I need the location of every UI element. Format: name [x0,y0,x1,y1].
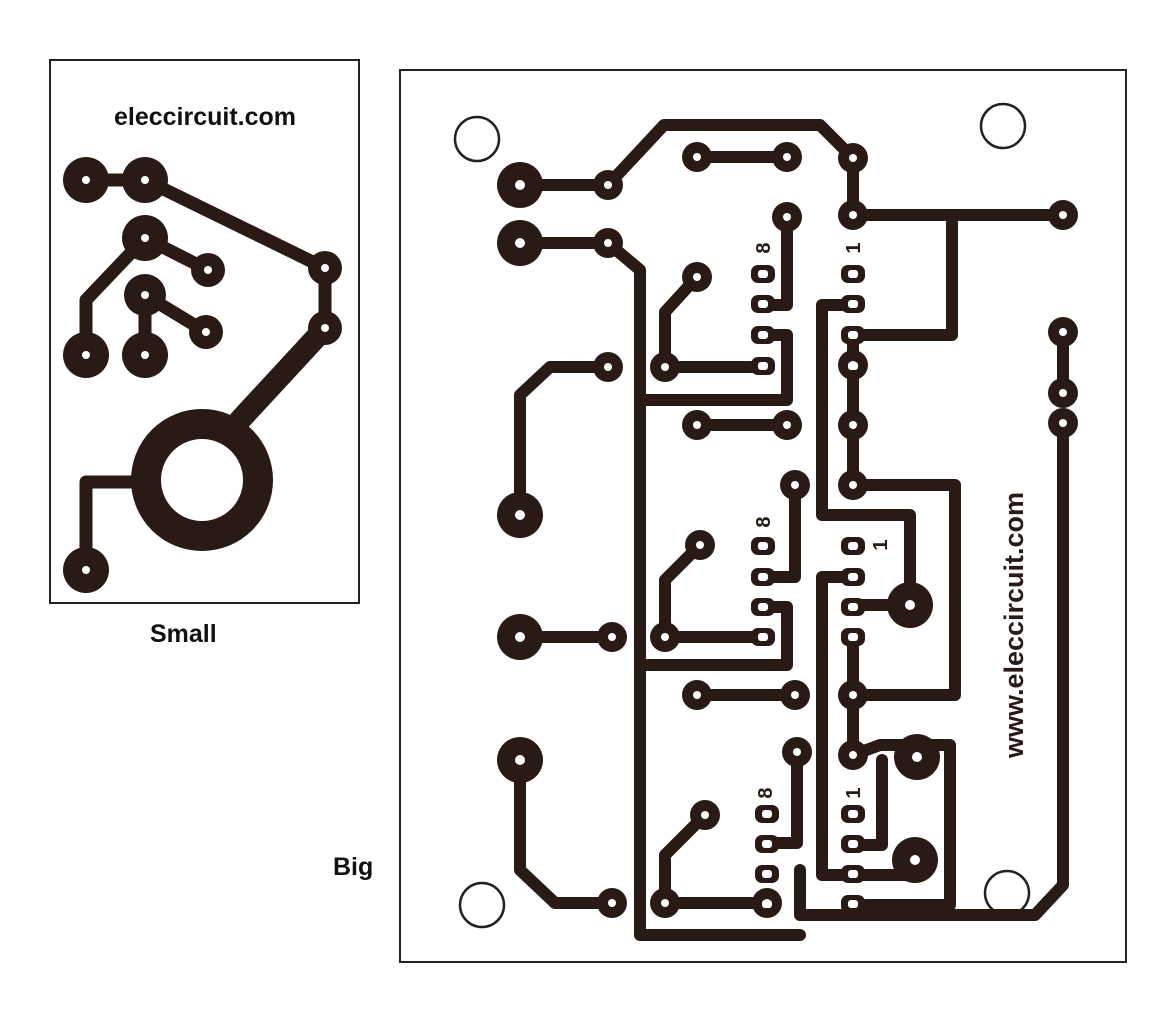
trace [659,539,769,643]
small-board-watermark: eleccircuit.com [114,103,296,131]
ic1-pin8-label: 8 [753,242,775,253]
small-pcb-board: eleccircuit.com [49,59,360,604]
ic-pin-labels: 8 1 8 1 8 1 [753,242,892,798]
trace [816,571,859,881]
ic3-pin8-label: 8 [755,787,777,798]
ic3-pin1-label: 1 [843,787,865,798]
big-pcb-board: 8 1 8 1 8 1 www.eleccircuit.com [399,69,1127,963]
mounting-hole [979,102,1027,150]
small-board-drill-holes [82,176,329,574]
trace [514,237,806,941]
trace [847,479,961,701]
ic1-pin1-label: 1 [843,242,865,253]
big-board-caption: Big [333,853,374,881]
small-board-caption: Small [150,620,217,648]
mounting-hole [453,115,501,163]
big-board-large-pads [497,162,940,883]
mounting-hole [458,881,506,929]
small-ring-pad [131,409,273,551]
ic2-pin1-label: 1 [870,539,892,550]
trace [794,417,1069,921]
trace [659,271,769,373]
trace [514,361,614,521]
trace [816,299,916,611]
ic2-pin8-label: 8 [753,516,775,527]
small-trace [79,475,152,577]
big-board-drill-holes [515,153,1067,908]
trace [659,809,773,909]
trace [847,739,956,911]
small-trace [229,317,336,431]
trace [847,209,958,341]
big-board-watermark: www.eleccircuit.com [999,492,1029,759]
trace [514,754,618,909]
